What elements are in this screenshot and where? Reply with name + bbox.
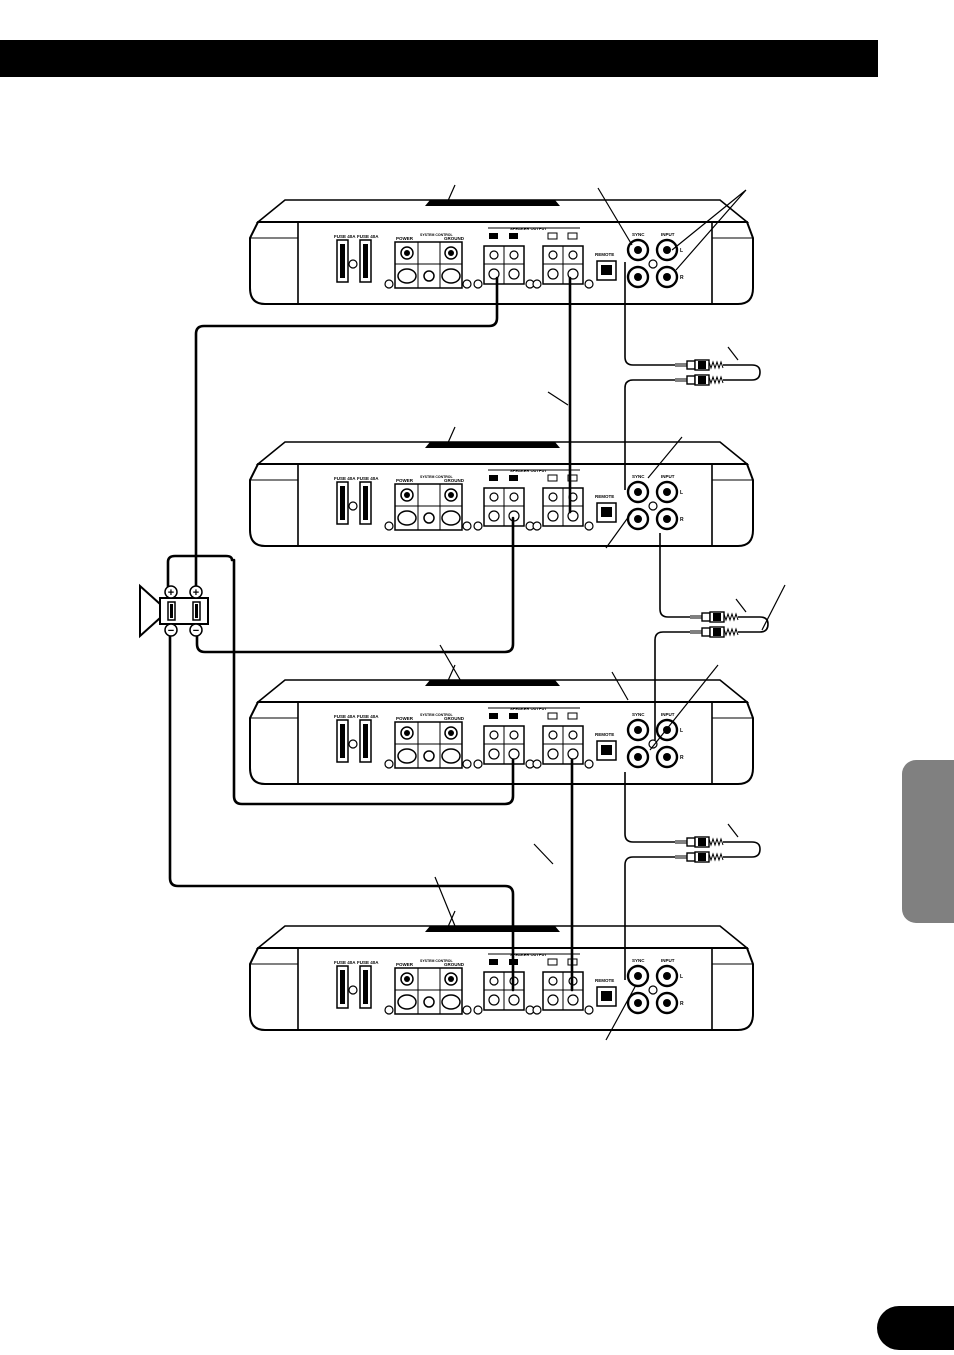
speaker-output-label: SPEAKER OUTPUT (510, 226, 547, 231)
plus-terminal-icon-symbol: + (168, 587, 174, 599)
fuse-label: FUSE 40A (334, 476, 356, 481)
rca-plug (674, 359, 724, 371)
remote-label: REMOTE (595, 732, 614, 737)
ground-label: GROUND (444, 962, 465, 967)
ground-label: GROUND (444, 716, 465, 721)
speaker-output-label: SPEAKER OUTPUT (510, 952, 547, 957)
input-right-label: R (680, 517, 684, 523)
minus-terminal-icon-symbol: − (168, 625, 174, 637)
speaker-wire-5 (168, 628, 515, 992)
callout-line-8 (533, 843, 554, 865)
callout-line-10 (605, 984, 637, 1041)
input-right-label: R (680, 275, 684, 281)
page-number-pill (877, 1306, 954, 1350)
sync-cable-3 (624, 772, 761, 980)
sync-label: SYNC (632, 712, 645, 717)
speaker-wire-3 (195, 516, 515, 654)
plus-terminal-icon (189, 585, 203, 599)
power-label: POWER (396, 478, 414, 483)
input-left-label: L (680, 728, 683, 734)
system-control-label: SYSTEM CONTROL (420, 233, 454, 237)
speaker-wire-7 (166, 554, 234, 592)
minus-terminal-icon-symbol: − (193, 625, 199, 637)
ground-label: GROUND (444, 236, 465, 241)
sync-label: SYNC (632, 232, 645, 237)
sync-label: SYNC (632, 958, 645, 963)
callout-line-2 (647, 436, 683, 479)
fuse-label: FUSE 40A (357, 960, 379, 965)
speaker-wire-4 (232, 558, 515, 806)
system-control-label: SYSTEM CONTROL (420, 475, 454, 479)
system-control-label: SYSTEM CONTROL (420, 959, 454, 963)
plus-terminal-icon (164, 585, 178, 599)
rca-plug (674, 836, 724, 848)
plus-terminal-icon-symbol: + (193, 587, 199, 599)
fuse-label: FUSE 40A (334, 714, 356, 719)
callout-line-7 (649, 664, 719, 751)
fuse-label: FUSE 40A (334, 960, 356, 965)
callout-line-9 (434, 876, 456, 927)
callout-line (446, 426, 456, 446)
power-label: POWER (396, 962, 414, 967)
sync-cable-1 (624, 262, 761, 490)
power-label: POWER (396, 236, 414, 241)
callout-line-1 (547, 391, 569, 406)
input-right-label: R (680, 1001, 684, 1007)
input-label: INPUT (661, 712, 675, 717)
system-control-label: SYSTEM CONTROL (420, 713, 454, 717)
minus-terminal-icon (189, 623, 203, 637)
speaker-output-label: SPEAKER OUTPUT (510, 706, 547, 711)
fuse-label: FUSE 40A (357, 234, 379, 239)
input-jacks-callout (671, 189, 747, 271)
sync-out-callout (597, 187, 633, 246)
amplifier-panel (248, 198, 755, 306)
input-left-label: L (680, 490, 683, 496)
amplifier-panel (248, 678, 755, 786)
remote-label: REMOTE (595, 252, 614, 257)
amplifier-panel (248, 440, 755, 548)
minus-terminal-icon (164, 623, 178, 637)
callout-line-6 (611, 671, 629, 701)
rca-plug (689, 626, 739, 638)
speaker-output-label: SPEAKER OUTPUT (510, 468, 547, 473)
power-label: POWER (396, 716, 414, 721)
section-tab (902, 760, 954, 923)
input-label: INPUT (661, 232, 675, 237)
sync-cable-2 (654, 533, 769, 740)
callout-line (446, 910, 456, 930)
sync-label: SYNC (632, 474, 645, 479)
remote-label: REMOTE (595, 978, 614, 983)
callout-line (446, 184, 456, 204)
header-bar (0, 40, 878, 77)
speaker-icon: + + − − (139, 583, 209, 639)
callout-line-4 (761, 584, 786, 631)
rca-plug (689, 611, 739, 623)
speaker-wire-1 (194, 276, 499, 594)
ground-label: GROUND (444, 478, 465, 483)
input-left-label: L (680, 974, 683, 980)
input-left-label: L (680, 248, 683, 254)
fuse-label: FUSE 40A (357, 476, 379, 481)
rca-plug (674, 851, 724, 863)
callout-line-5 (439, 644, 463, 684)
fuse-label: FUSE 40A (357, 714, 379, 719)
remote-label: REMOTE (595, 494, 614, 499)
amplifier-panel (248, 924, 755, 1032)
rca-plug (674, 374, 724, 386)
input-label: INPUT (661, 958, 675, 963)
fuse-label: FUSE 40A (334, 234, 356, 239)
input-label: INPUT (661, 474, 675, 479)
callout-line-3 (605, 511, 633, 549)
input-right-label: R (680, 755, 684, 761)
